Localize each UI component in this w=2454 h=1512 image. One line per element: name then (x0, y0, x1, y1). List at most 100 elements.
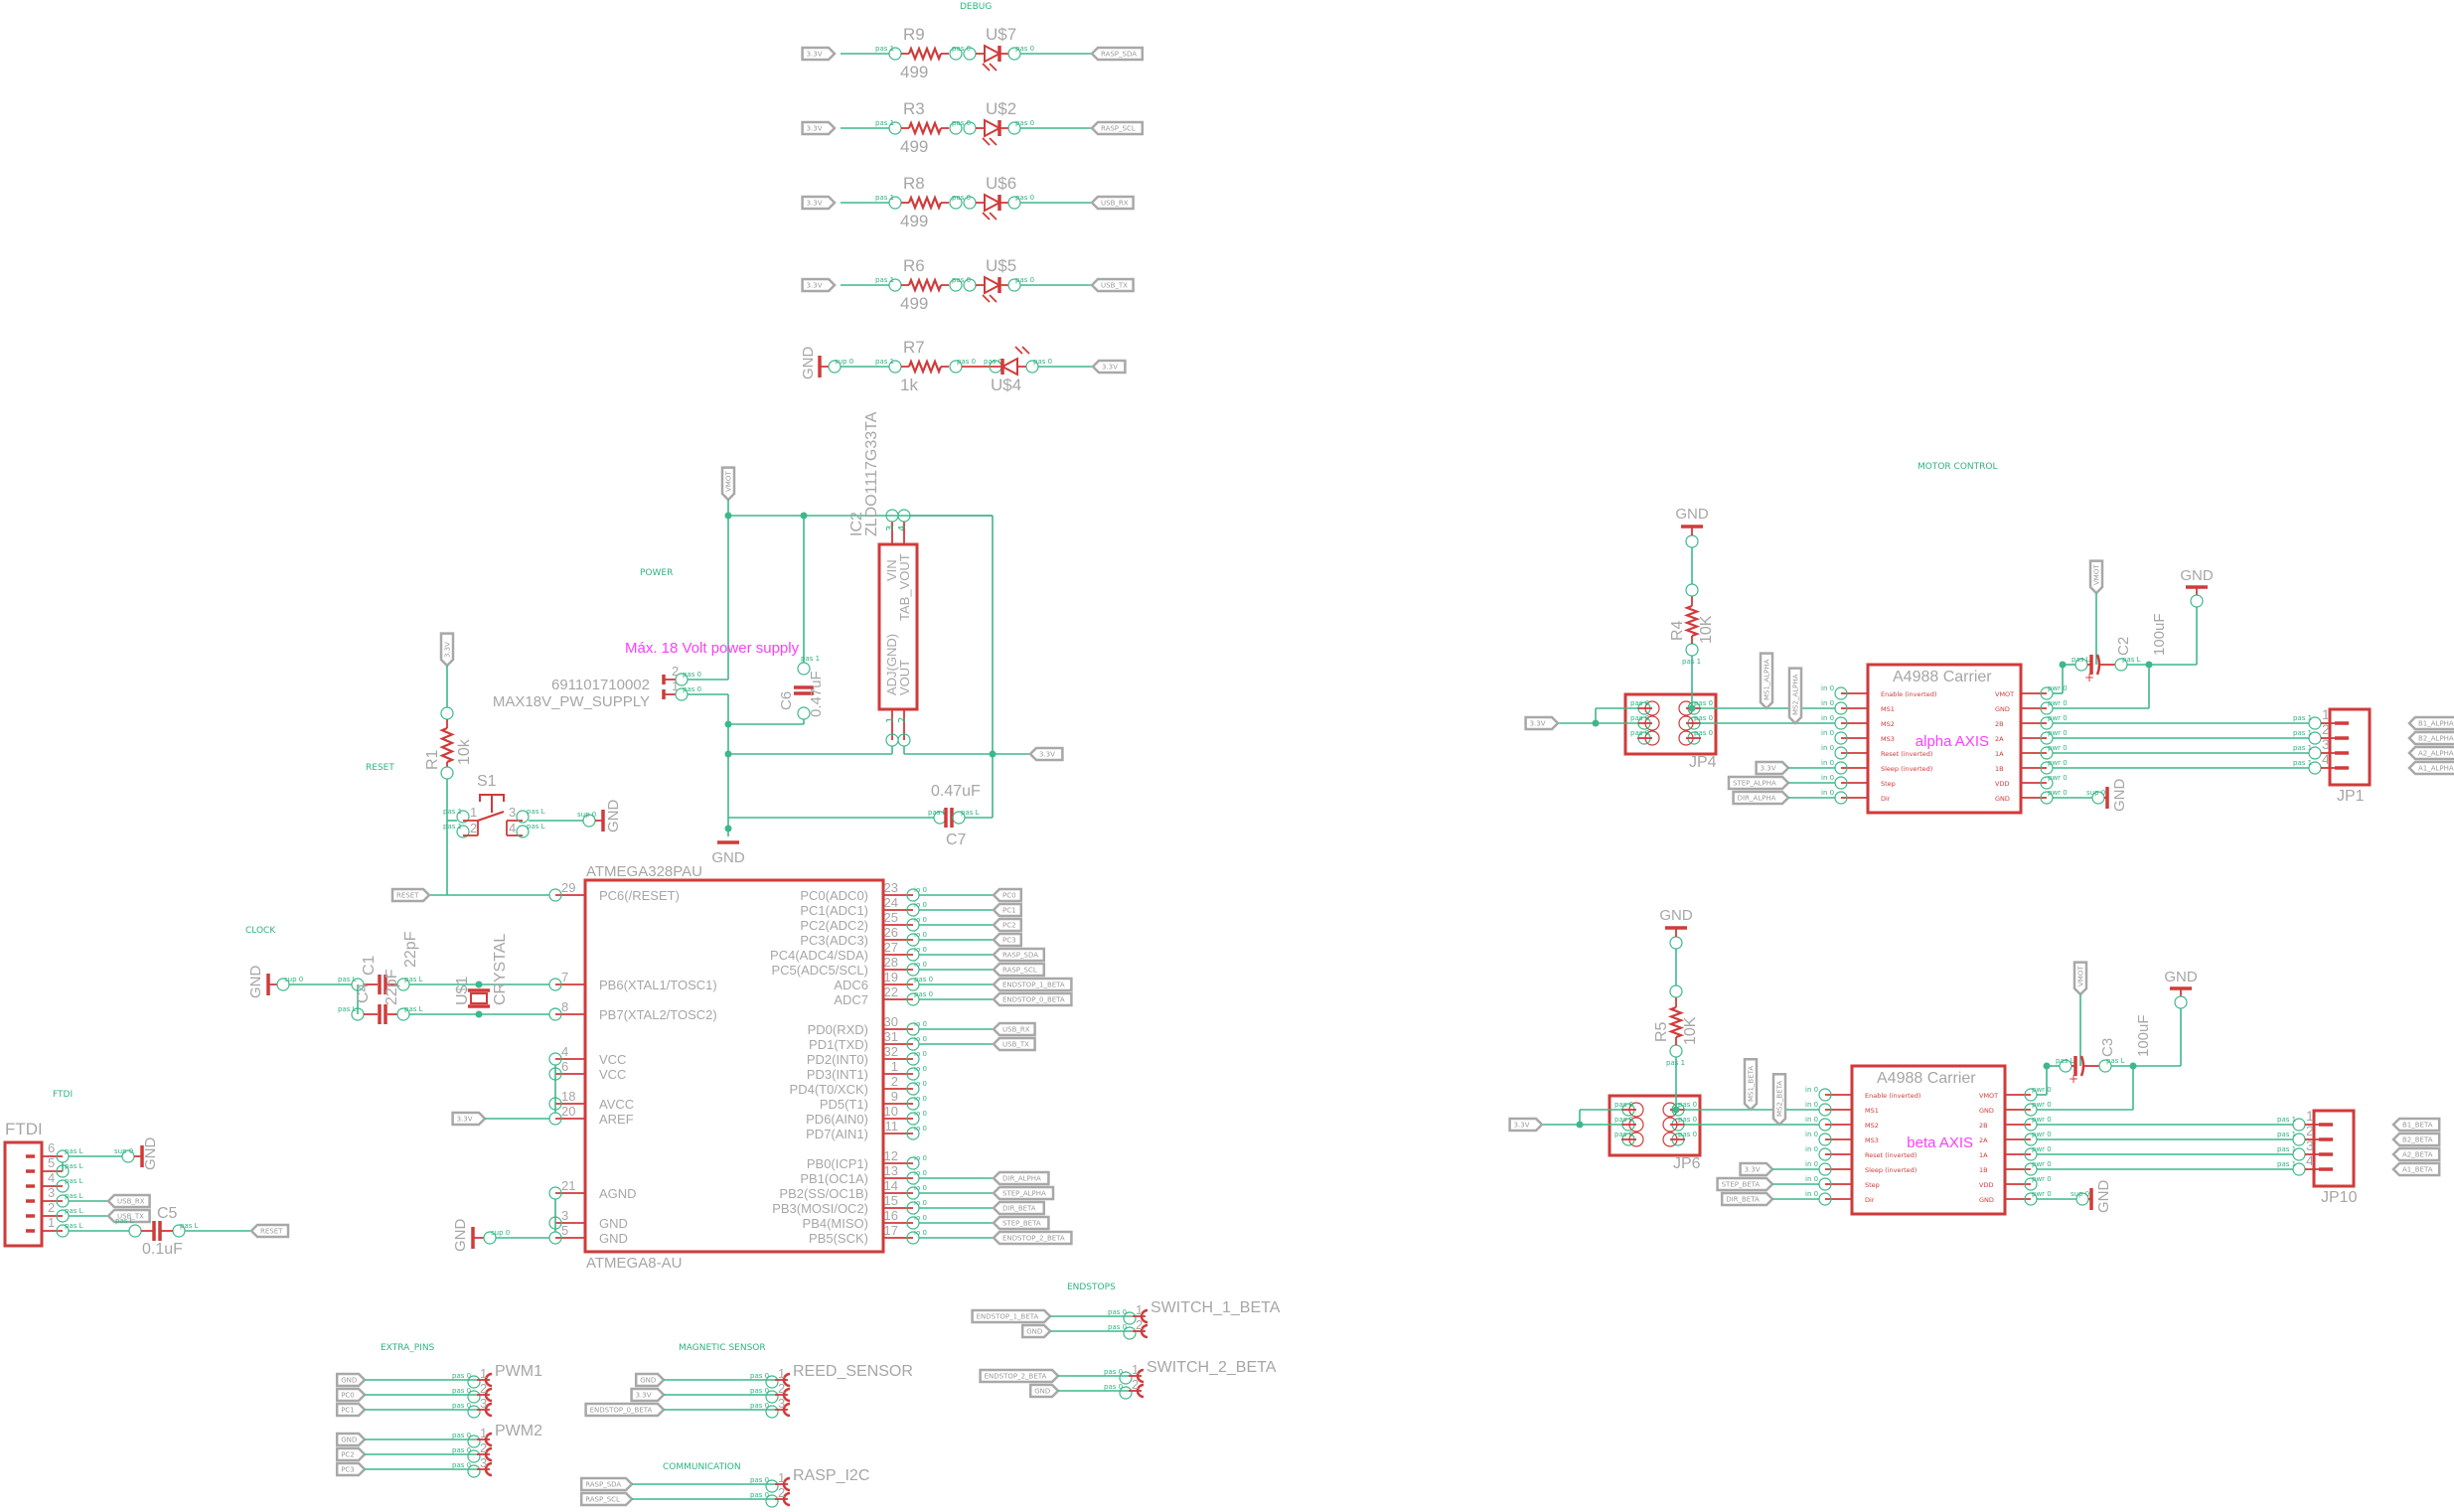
pin-label: PB1(OC1A) (800, 1171, 868, 1186)
pin-marker (467, 1449, 481, 1463)
net-label-text: ENDSTOP_1_BETA (977, 1313, 1039, 1321)
gnd-label: GND (800, 347, 817, 380)
source-net-label (801, 195, 837, 211)
pin-type-tag: pas 1 (801, 655, 820, 663)
net-label-text: PC3 (1002, 937, 1016, 945)
pin-type-tag: in 0 (1821, 684, 1834, 692)
header-net-label (979, 1368, 1060, 1384)
net-label-text: GND (341, 1436, 357, 1444)
pin-type-tag: pas 0 (1614, 1101, 1633, 1109)
gnd-label: GND (452, 1219, 469, 1253)
source-net-label (801, 46, 837, 62)
pin-marker (949, 47, 963, 61)
pin-number: 2 (480, 1381, 487, 1396)
pin-number: 1 (885, 717, 896, 723)
sleep-vcc-label (1755, 760, 1790, 776)
avcc-net-label (451, 1111, 487, 1127)
pin-type-tag: pas 0 (452, 1387, 471, 1395)
pin-marker (456, 825, 470, 838)
pin-label: PB2(SS/OC1B) (779, 1186, 868, 1201)
driver-pin-label: GND (1995, 705, 2010, 713)
pin-type-tag: pas L (2071, 656, 2090, 664)
pin-number: 1 (1132, 1362, 1139, 1377)
motor-net-label (2391, 1132, 2441, 1147)
connector-contact (484, 1372, 493, 1388)
mcu-variant: ATMEGA8-AU (586, 1255, 682, 1272)
pin-number: 1 (2306, 1108, 2314, 1124)
resistor-symbol (907, 120, 943, 136)
pin-type-tag: io 0 (914, 931, 927, 939)
junction-dot (2043, 1062, 2051, 1070)
pin-number: 2 (891, 1074, 898, 1089)
net-label-text: RASP_SDA (1101, 51, 1137, 59)
pin-number: 6 (48, 1140, 55, 1155)
net-label-text: USB_TX (117, 1213, 144, 1221)
led-symbol (984, 118, 1002, 138)
connector-contact (1136, 1383, 1145, 1399)
driver-pin-label: VMOT (1979, 1092, 1998, 1100)
motor-net-label (2407, 730, 2454, 746)
crystal-value: CRYSTAL (492, 934, 509, 1005)
target-net-label (1090, 46, 1145, 62)
pin-type-tag: pas 1 (443, 808, 462, 816)
net-label-text: 3.3V (1745, 1166, 1761, 1174)
net-label-text: 3.3V (1761, 765, 1776, 773)
led-ref: U$7 (986, 25, 1016, 44)
pin-type-tag: io 0 (914, 1229, 927, 1237)
pin-type-tag: pas 0 (1015, 194, 1034, 202)
pin-number: 4 (897, 526, 908, 531)
pin-type-tag: sup 0 (114, 1147, 133, 1155)
mcu-net-label (992, 1021, 1036, 1037)
connector-contact (782, 1387, 791, 1403)
pin-number: 12 (884, 1148, 898, 1163)
header-ref: PWM2 (495, 1423, 542, 1439)
pin-number: 3 (48, 1185, 55, 1200)
pin-type-tag: io 0 (914, 946, 927, 954)
microcontroller-atmega328: ATMEGA328PAUATMEGA8-AU29PC6(/RESET)7PB6(… (548, 863, 1073, 1272)
pin-type-tag: pas 1 (875, 276, 894, 284)
header-net-label (335, 1446, 367, 1462)
pin-marker (1685, 643, 1699, 657)
polarized-cap-plate (2079, 1055, 2085, 1077)
c5-ref: C5 (157, 1205, 178, 1222)
pin-label: AVCC (599, 1097, 634, 1112)
pin-type-tag: pas 1 (875, 45, 894, 53)
pushbutton-icon (479, 794, 505, 813)
led-light-arrow-icon (989, 137, 997, 146)
pin-type-tag: pas 0 (957, 358, 976, 366)
pin-number: 23 (884, 880, 898, 895)
pin-type-tag: io 0 (914, 961, 927, 969)
net-label-text: RASP_SDA (1002, 952, 1038, 960)
axis-label: beta AXIS (1907, 1134, 1973, 1151)
pin-type-tag: pwr 0 (2032, 1175, 2052, 1183)
led-light-arrow-icon (982, 294, 991, 303)
pin-type-tag: pwr 0 (2032, 1145, 2052, 1153)
net-label-text: GND (341, 1377, 357, 1385)
net-label-text: GND (1026, 1328, 1042, 1336)
connector-contact (484, 1387, 493, 1403)
pin-label: PD6(AIN0) (806, 1112, 868, 1127)
pin-number: 1 (2322, 706, 2330, 722)
led-light-arrow-icon (989, 212, 997, 221)
motor-net-label (2391, 1161, 2441, 1177)
pin-marker (949, 196, 963, 210)
pin-type-tag: io 0 (914, 1095, 927, 1103)
cap-value: 100uF (2151, 613, 2168, 656)
net-label-text: RASP_SCL (585, 1496, 620, 1504)
junction-dot (724, 825, 732, 832)
pin-marker (1685, 534, 1699, 548)
pin-number: 2 (778, 1381, 785, 1396)
pin-label: PD5(T1) (820, 1097, 868, 1112)
pin-number: 8 (561, 999, 568, 1014)
switch-contact (477, 811, 505, 822)
connector-contact (1140, 1308, 1149, 1324)
pin-type-tag: in 0 (1821, 789, 1834, 797)
net-label-text: ENDSTOP_0_BETA (590, 1407, 653, 1415)
pin-number: 7 (561, 970, 568, 984)
pin-label: VCC (599, 1067, 626, 1082)
pin-label: PB0(ICP1) (807, 1156, 868, 1171)
pin-marker (2024, 1177, 2038, 1191)
pin-type-tag: pas L (527, 823, 545, 831)
ms1-net-label (1759, 652, 1774, 710)
driver-pin-label: Step (1865, 1181, 1880, 1189)
